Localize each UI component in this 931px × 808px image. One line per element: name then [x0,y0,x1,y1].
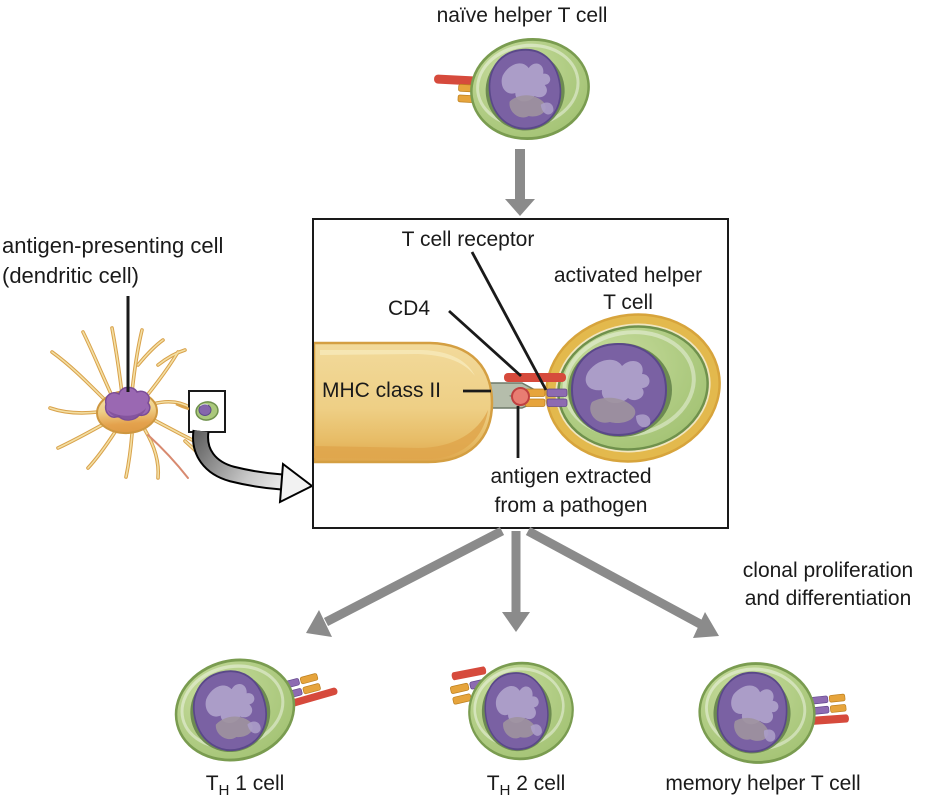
th2-cell [449,654,581,768]
activated-helper-t-cell [545,313,721,463]
memory-helper-t-cell [694,658,850,768]
branch-arrow-left [323,527,505,626]
apc-label-line2: (dendritic cell) [2,263,139,288]
clonal-proliferation-label: clonal proliferation and differentiation [742,559,914,610]
activated-helper-t-cell-label: activated helper T cell [553,264,703,314]
th1-cell [163,646,339,774]
t-cell-receptor-label: T cell receptor [401,228,535,251]
pointer-lines [448,251,548,458]
synapse-box [312,218,729,529]
cd4-pointer-line [448,309,522,378]
t-cell-receptor-molecule [524,388,568,407]
branch-arrow-right [525,527,705,629]
apc-label: antigen-presenting cell (dendritic cell) [2,231,223,291]
antigen-dot [511,387,530,406]
memory-helper-t-cell-label: memory helper T cell [665,772,861,795]
naive-helper-t-cell [433,30,597,148]
cd4-label: CD4 [388,297,431,320]
cd4-receptor [504,373,566,382]
th2-cell-label: TH 2 cell [486,772,566,800]
apc-nucleus [104,386,151,421]
branch-arrows [306,527,719,638]
dendritic-cell [48,326,215,480]
inset-box [175,390,226,433]
red-tendril [147,434,189,479]
tcr-pointer-line [470,251,548,391]
th1-cell-label: TH 1 cell [205,772,285,800]
down-arrow [505,149,535,216]
curved-zoom-arrow [192,429,314,504]
apc-pseudopod [312,341,494,464]
antigen-label: antigen extracted from a pathogen [490,465,652,517]
naive-t-cell-label: naïve helper T cell [436,4,608,27]
mhc-class-ii-label: MHC class II [322,379,442,402]
apc-label-line1: antigen-presenting cell [2,233,224,258]
